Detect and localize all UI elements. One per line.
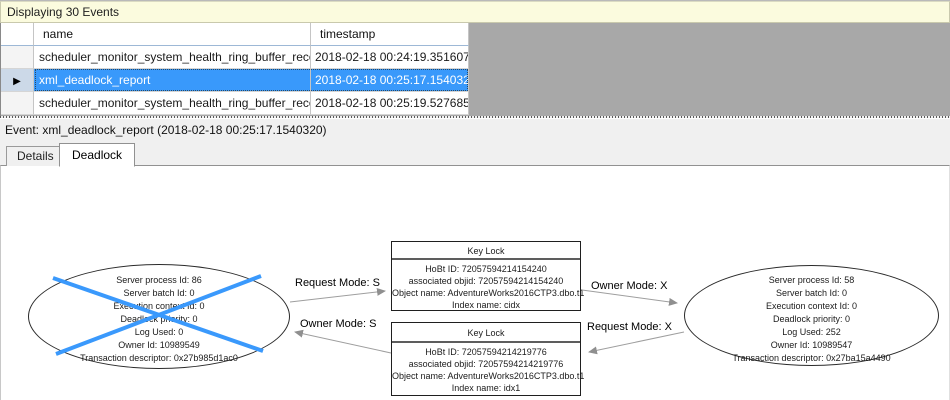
row-header-cell[interactable]: ▶ (1, 69, 34, 92)
current-row-arrow-icon: ▶ (13, 76, 21, 87)
table-row-selected[interactable]: ▶ xml_deadlock_report 2018-02-18 00:25:1… (1, 69, 469, 92)
tab-details[interactable]: Details (6, 146, 65, 166)
process-line: Owner Id: 10989547 (685, 339, 938, 352)
row-header-cell[interactable] (1, 92, 34, 115)
keylock-title: Key Lock (392, 242, 580, 260)
process-line: Server process Id: 86 (29, 274, 289, 287)
tab-deadlock[interactable]: Deadlock (59, 143, 135, 167)
cell-timestamp[interactable]: 2018-02-18 00:25:17.1540320 (311, 69, 469, 92)
process-line: Execution context Id: 0 (685, 300, 938, 313)
edge-request-s (290, 291, 385, 302)
process-line: Log Used: 252 (685, 326, 938, 339)
resource-line: HoBt ID: 72057594214154240 (392, 263, 580, 275)
table-row[interactable]: scheduler_monitor_system_health_ring_buf… (1, 46, 469, 69)
edge-label-request-s: Request Mode: S (295, 277, 380, 289)
resource-line: Index name: cidx (392, 299, 580, 311)
edge-owner-s (295, 332, 391, 353)
cell-name[interactable]: xml_deadlock_report (34, 69, 311, 92)
process-line: Deadlock priority: 0 (29, 313, 289, 326)
process-line: Execution context Id: 0 (29, 300, 289, 313)
resource-line: Index name: idx1 (392, 382, 580, 394)
process-line: Owner Id: 10989549 (29, 339, 289, 352)
resource-line: associated objid: 72057594214154240 (392, 275, 580, 287)
resource-node-keylock-bottom[interactable]: Key Lock HoBt ID: 72057594214219776 asso… (391, 322, 581, 396)
grid-corner-cell[interactable] (1, 23, 34, 46)
cell-name[interactable]: scheduler_monitor_system_health_ring_buf… (34, 46, 311, 69)
event-summary-text: Event: xml_deadlock_report (2018-02-18 0… (5, 123, 327, 137)
column-header-timestamp[interactable]: timestamp (311, 23, 469, 46)
process-line: Server batch Id: 0 (29, 287, 289, 300)
process-line: Server batch Id: 0 (685, 287, 938, 300)
resource-line: Object name: AdventureWorks2016CTP3.dbo.… (392, 370, 580, 382)
events-count-text: Displaying 30 Events (7, 5, 119, 19)
edge-request-x (589, 332, 684, 352)
process-line: Transaction descriptor: 0x27b985d1ac0 (29, 352, 289, 365)
resource-node-keylock-top[interactable]: Key Lock HoBt ID: 72057594214154240 asso… (391, 241, 581, 311)
detail-tabstrip: Details Deadlock (0, 141, 950, 166)
edge-label-owner-x: Owner Mode: X (591, 280, 667, 292)
edge-label-request-x: Request Mode: X (587, 321, 672, 333)
event-summary-bar: Event: xml_deadlock_report (2018-02-18 0… (0, 119, 950, 141)
process-node[interactable]: Server process Id: 58 Server batch Id: 0… (684, 265, 939, 366)
resource-line: associated objid: 72057594214219776 (392, 358, 580, 370)
column-header-name[interactable]: name (34, 23, 311, 46)
process-line: Server process Id: 58 (685, 274, 938, 287)
row-header-cell[interactable] (1, 46, 34, 69)
cell-name[interactable]: scheduler_monitor_system_health_ring_buf… (34, 92, 311, 115)
cell-timestamp[interactable]: 2018-02-18 00:25:19.5276859 (311, 92, 469, 115)
keylock-title: Key Lock (392, 323, 580, 343)
process-line: Deadlock priority: 0 (685, 313, 938, 326)
events-grid: name timestamp scheduler_monitor_system_… (0, 23, 950, 116)
grid-header-row: name timestamp (1, 23, 469, 46)
table-row[interactable]: scheduler_monitor_system_health_ring_buf… (1, 92, 469, 115)
resource-line: Object name: AdventureWorks2016CTP3.dbo.… (392, 287, 580, 299)
resource-line: HoBt ID: 72057594214219776 (392, 346, 580, 358)
deadlock-graph-panel: Server process Id: 86 Server batch Id: 0… (0, 165, 950, 400)
process-line: Log Used: 0 (29, 326, 289, 339)
events-count-bar: Displaying 30 Events (0, 1, 950, 23)
edge-label-owner-s: Owner Mode: S (300, 318, 376, 330)
process-line: Transaction descriptor: 0x27ba15a4490 (685, 352, 938, 365)
process-node-victim[interactable]: Server process Id: 86 Server batch Id: 0… (28, 264, 290, 369)
cell-timestamp[interactable]: 2018-02-18 00:24:19.3516078 (311, 46, 469, 69)
